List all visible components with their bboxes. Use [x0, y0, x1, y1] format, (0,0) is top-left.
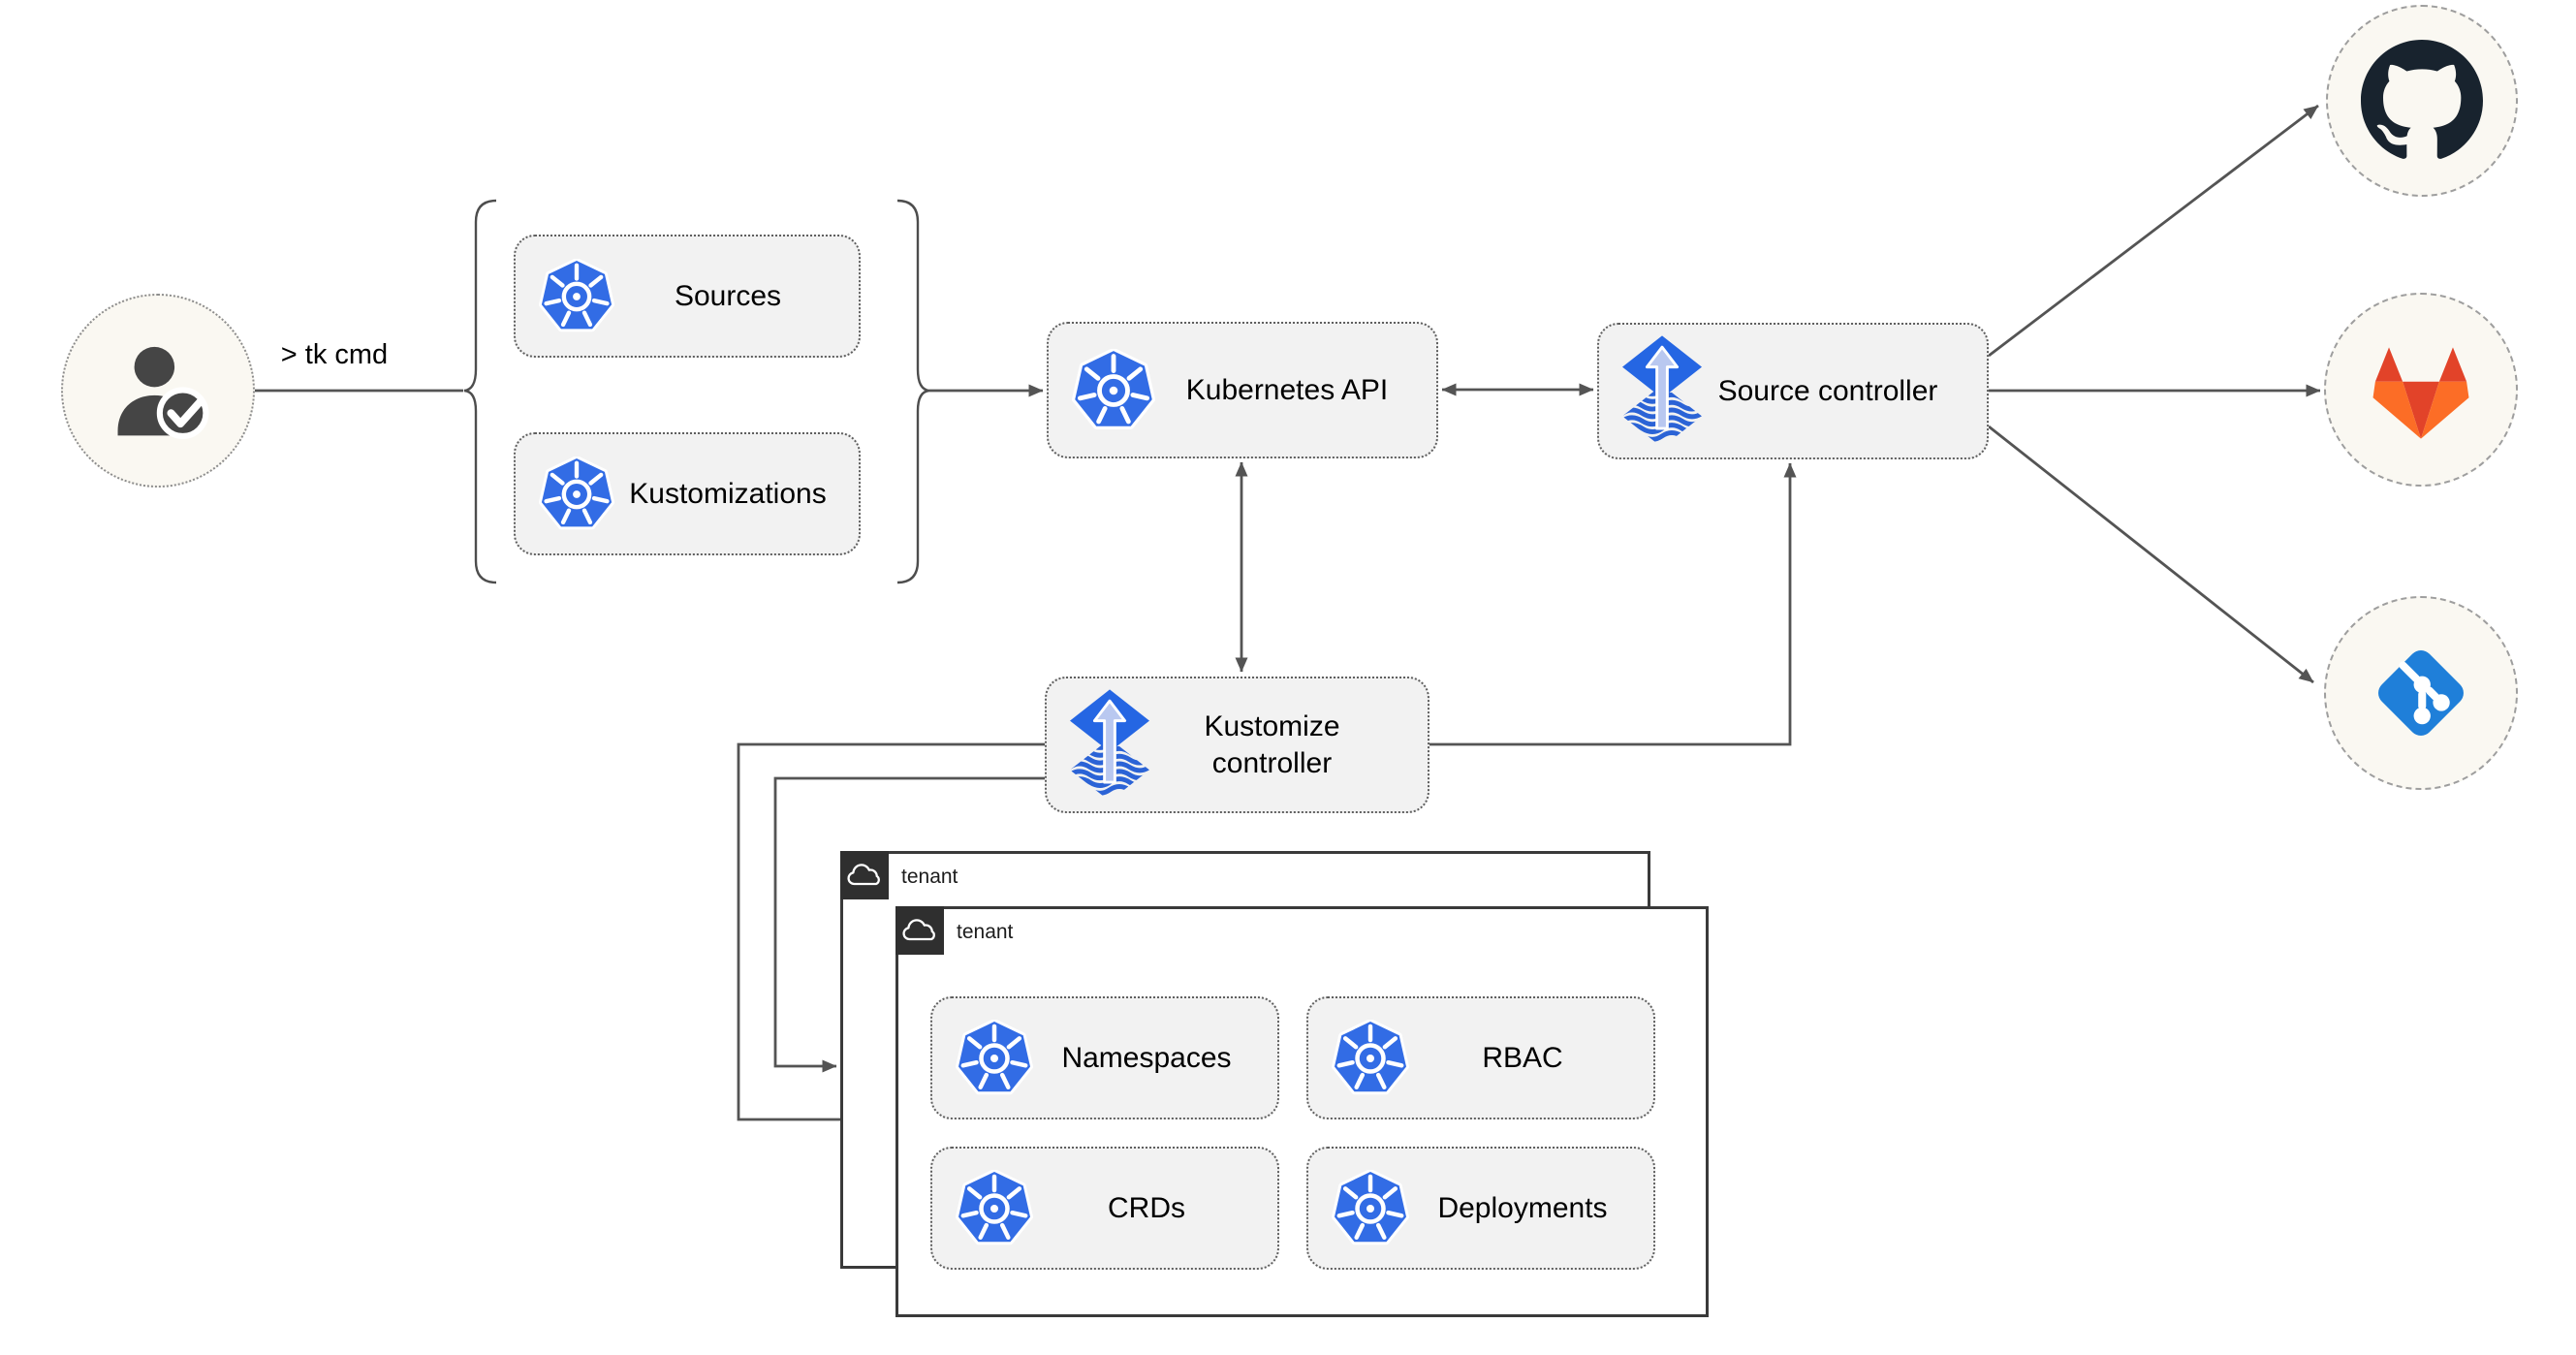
sources-label: Sources: [674, 279, 782, 312]
edge-source-to-git: [1988, 425, 2314, 684]
edge-kustomize-to-tenant-front: [737, 742, 1045, 1126]
gitlab-icon: [2372, 347, 2469, 439]
crds-node: CRDs: [930, 1147, 1279, 1270]
namespaces-node: Namespaces: [930, 996, 1279, 1119]
kubernetes-icon: [1072, 348, 1155, 432]
rbac-label: RBAC: [1482, 1041, 1563, 1074]
edge-kustomize-to-tenant-back: [773, 776, 1045, 1073]
left-bracket: [463, 199, 497, 584]
namespaces-label: Namespaces: [1061, 1041, 1232, 1074]
kustomize-controller-node: Kustomize controller: [1045, 677, 1429, 813]
rbac-node: RBAC: [1306, 996, 1655, 1119]
kubernetes-icon: [1332, 1169, 1409, 1247]
sources-node: Sources: [514, 235, 861, 358]
kubernetes-icon: [956, 1169, 1033, 1247]
edge-kustomize-to-source: [1429, 462, 1797, 746]
deployments-node: Deployments: [1306, 1147, 1655, 1270]
tenant-front-label: tenant: [957, 921, 1014, 943]
flux-icon: [1622, 334, 1702, 448]
kustomize-controller-label: Kustomize controller: [1204, 710, 1340, 779]
cloud-icon: [895, 906, 944, 955]
cloud-icon: [840, 851, 889, 899]
kubernetes-api-node: Kubernetes API: [1047, 322, 1438, 458]
git-provider: [2324, 596, 2518, 790]
github-icon: [2361, 40, 2483, 159]
source-controller-node: Source controller: [1597, 323, 1989, 459]
kubernetes-icon: [539, 258, 614, 334]
cli-command-label: > tk cmd: [280, 339, 389, 370]
right-bracket: [896, 199, 930, 584]
user-check-icon: [117, 346, 209, 440]
kubernetes-api-label: Kubernetes API: [1185, 373, 1389, 406]
edge-source-to-github: [1988, 104, 2319, 358]
kustomizations-node: Kustomizations: [514, 432, 861, 555]
kubernetes-icon: [1332, 1019, 1409, 1097]
tenant-back-label: tenant: [901, 866, 958, 888]
gitlab-provider: [2324, 293, 2518, 487]
source-controller-label: Source controller: [1717, 374, 1938, 407]
git-icon: [2378, 650, 2464, 736]
github-provider: [2326, 5, 2518, 197]
kustomizations-label: Kustomizations: [629, 477, 827, 510]
user-avatar: [61, 294, 255, 488]
kubernetes-icon: [956, 1019, 1033, 1097]
kubernetes-icon: [539, 456, 614, 532]
flux-icon: [1070, 688, 1149, 802]
deployments-label: Deployments: [1437, 1191, 1608, 1224]
crds-label: CRDs: [1108, 1191, 1185, 1224]
